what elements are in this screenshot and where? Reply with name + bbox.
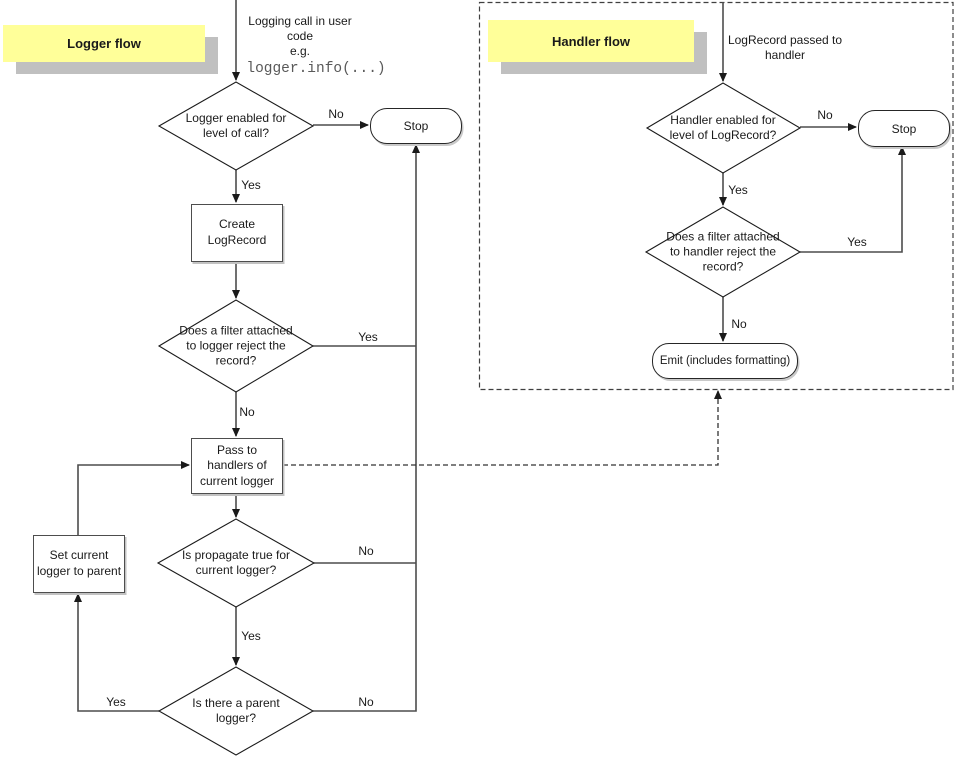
parent-logger-question: Is there a parent logger? <box>192 696 280 725</box>
label-h-filter-yes: Yes <box>847 235 867 249</box>
handler-flow-title-note: Handler flow <box>488 20 694 62</box>
handler-flow-box-border <box>478 1 954 391</box>
diamond-logger-enabled <box>157 81 315 171</box>
diamond-parent-logger <box>157 666 315 756</box>
edge-parent-no-to-stop <box>313 144 420 712</box>
handler-enabled-question: Handler enabled for level of LogRecord? <box>669 113 777 142</box>
logger-filter-question: Does a filter attached to logger reject … <box>179 323 293 368</box>
label-propagate-no: No <box>358 544 374 558</box>
emit-node: Emit (includes formatting) <box>652 343 798 379</box>
create-logrecord-node: Create LogRecord <box>191 204 283 262</box>
set-current-logger-node: Set current logger to parent <box>33 535 125 593</box>
logger-enabled-question: Logger enabled for level of call? <box>185 111 287 140</box>
logger-flow-title-note: Logger flow <box>3 25 205 62</box>
label-parent-no: No <box>358 695 374 709</box>
edge-parent-yes-loop <box>74 593 159 712</box>
label-filter-no: No <box>239 405 255 419</box>
label-filter-yes: Yes <box>358 330 378 344</box>
diamond-propagate <box>156 518 316 608</box>
pass-to-handlers-node: Pass to handlers of current logger <box>191 438 283 494</box>
label-enabled-no: No <box>328 107 344 121</box>
edge-h-filter-yes-to-stop <box>800 146 906 253</box>
diamond-logger-filter <box>157 299 315 393</box>
label-h-enabled-no: No <box>817 108 833 122</box>
label-propagate-yes: Yes <box>241 629 261 643</box>
logger-start-code: logger.info(...) <box>246 61 386 77</box>
stop-node-handler: Stop <box>858 110 950 147</box>
handler-start-text: LogRecord passed to handler <box>727 33 843 62</box>
edge-pass-to-handler-flow <box>283 390 722 466</box>
handler-filter-question: Does a filter attached to handler reject… <box>666 229 780 274</box>
propagate-question: Is propagate true for current logger? <box>181 548 291 577</box>
label-parent-yes: Yes <box>106 695 126 709</box>
stop-node-logger: Stop <box>370 108 462 144</box>
label-enabled-yes: Yes <box>241 178 261 192</box>
edge-loop-to-pass <box>77 461 190 535</box>
label-h-filter-no: No <box>731 317 747 331</box>
diamond-handler-enabled <box>645 82 802 174</box>
diamond-handler-filter <box>644 206 802 298</box>
label-h-enabled-yes: Yes <box>728 183 748 197</box>
logger-start-text: Logging call in user code e.g. <box>248 14 352 58</box>
